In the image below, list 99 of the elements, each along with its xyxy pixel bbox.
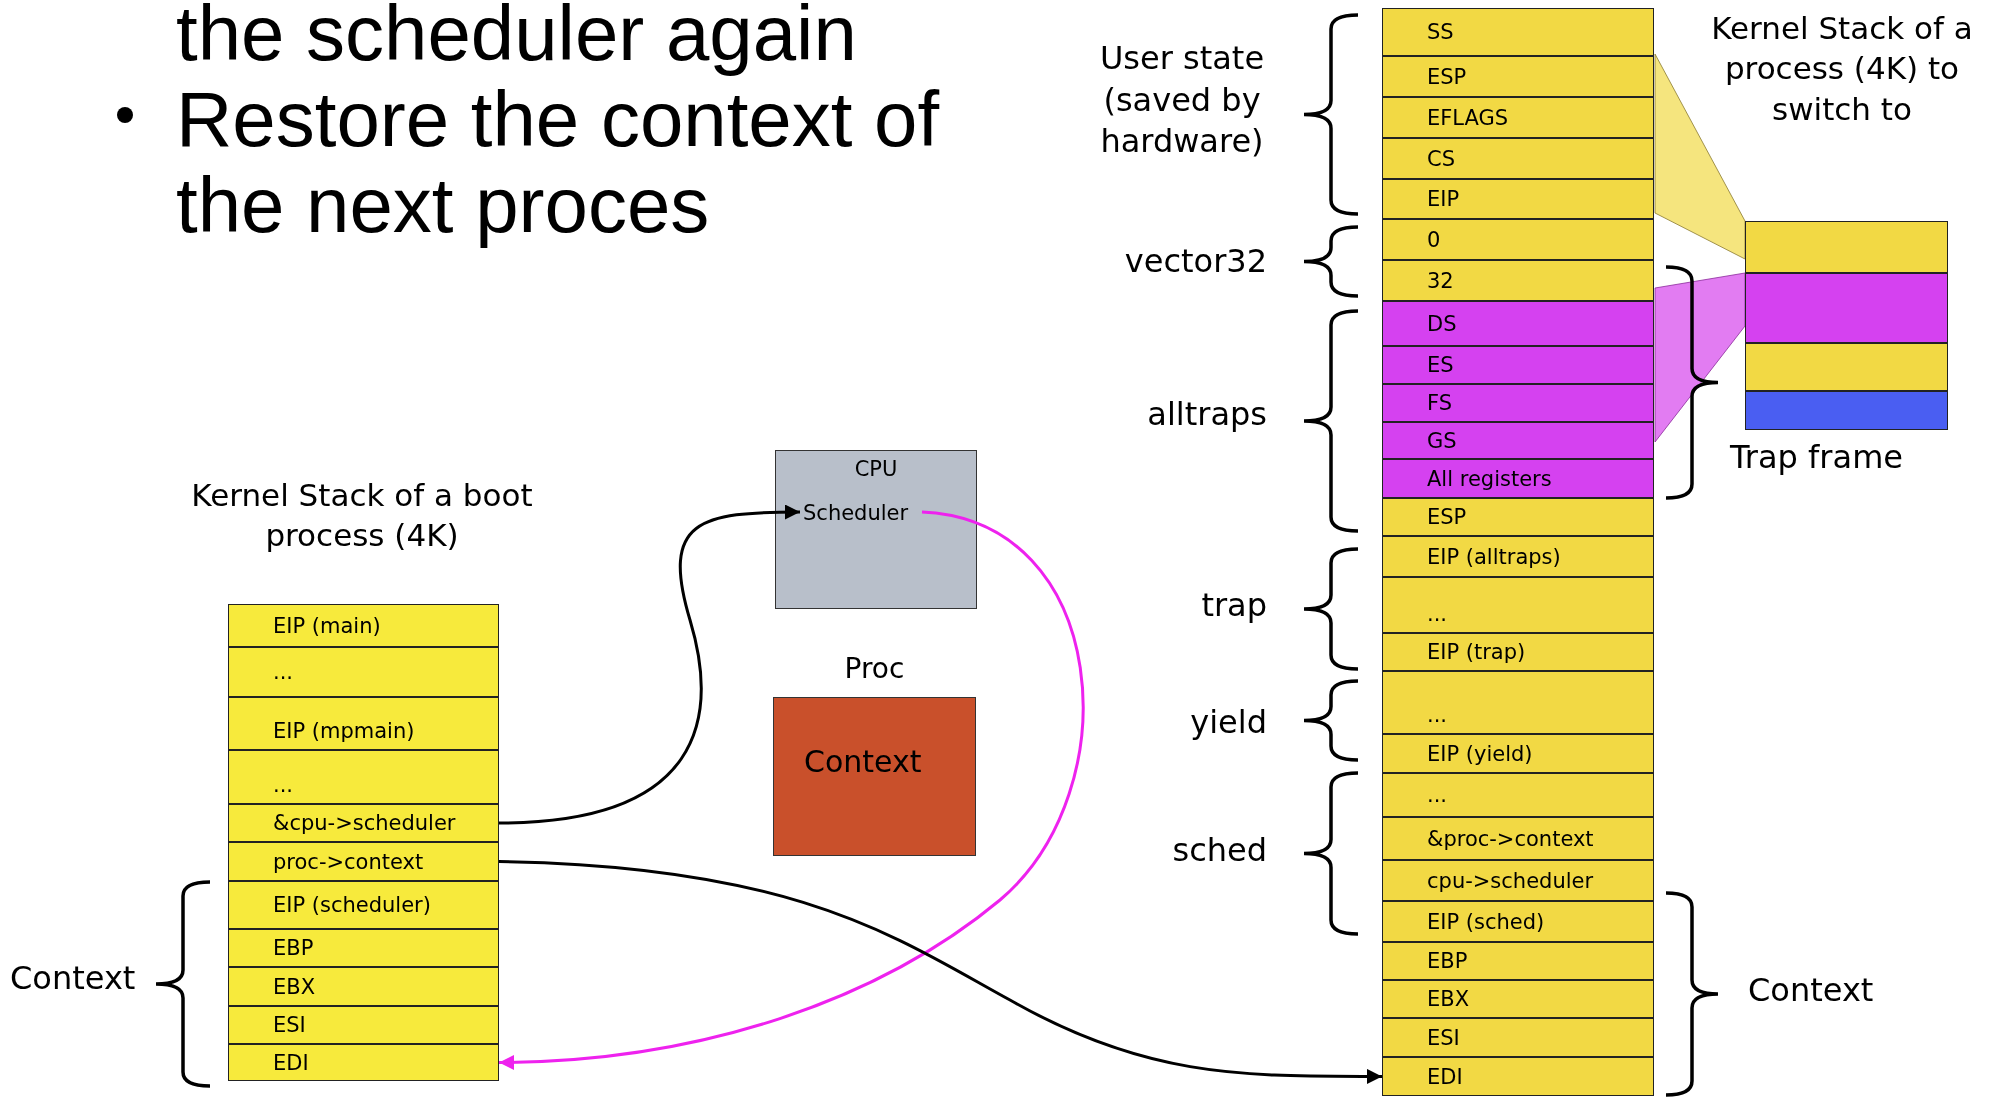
cell-label: EIP (mpmain) — [273, 719, 415, 743]
cell-label: ... — [1427, 703, 1448, 727]
cell-label: CS — [1427, 146, 1455, 171]
stack-title: Kernel Stack of a boot process (4K) — [190, 476, 534, 556]
arrow — [498, 504, 800, 825]
stack-cell — [1382, 384, 1654, 422]
stack-band — [1745, 221, 1948, 273]
stack-cell — [1382, 138, 1654, 179]
stack-band — [1745, 273, 1948, 343]
stack-cell — [1382, 1018, 1654, 1057]
stack-title: Kernel Stack of a process (4K) to switch to — [1710, 9, 1974, 129]
box-label: Context — [804, 744, 922, 779]
stack-cell — [1382, 459, 1654, 498]
brace-label: trap — [1200, 585, 1267, 626]
stack-cell — [228, 929, 499, 967]
cpu-box — [775, 450, 977, 609]
arrow — [498, 510, 1085, 1070]
cell-label: ESP — [1427, 505, 1467, 529]
cell-label: EIP (scheduler) — [273, 893, 431, 917]
cell-label: &proc->context — [1427, 826, 1594, 851]
cell-label: EFLAGS — [1427, 105, 1509, 130]
brace-label: User state (saved by hardware) — [1098, 38, 1266, 163]
stack-cell — [1382, 346, 1654, 384]
cell-label: proc->context — [273, 849, 424, 874]
stack-cell — [1382, 817, 1654, 860]
cell-label: 32 — [1427, 268, 1454, 293]
stack-cell — [1382, 8, 1654, 56]
cell-label: EBX — [273, 974, 316, 999]
cell-label: SS — [1427, 20, 1454, 44]
cell-label: EIP (sched) — [1427, 909, 1545, 934]
cell-label: EIP (main) — [273, 613, 381, 638]
brace-label: Context — [1748, 970, 1875, 1011]
cell-label: EDI — [1427, 1064, 1463, 1089]
cell-label: cpu->scheduler — [1427, 868, 1594, 893]
stack-band — [1745, 391, 1948, 430]
stack-cell — [1382, 734, 1654, 773]
cell-label: 0 — [1427, 227, 1441, 252]
cell-label: ... — [1427, 783, 1448, 807]
arrow — [498, 860, 1382, 1084]
brace-label: Trap frame — [1730, 437, 1904, 478]
function-label: Scheduler — [803, 501, 909, 525]
stack-cell — [1382, 942, 1654, 980]
stack-cell — [1382, 422, 1654, 459]
stack-cell — [228, 750, 499, 804]
cell-label: ESP — [1427, 64, 1467, 89]
cell-label: ESI — [1427, 1025, 1460, 1050]
stack-cell — [228, 1044, 499, 1081]
cell-label: &cpu->scheduler — [273, 811, 456, 835]
box-title: Proc — [843, 652, 906, 685]
stack-cell — [1382, 773, 1654, 817]
cell-label: ... — [273, 660, 294, 684]
stack-cell — [228, 647, 499, 697]
slide-text: the scheduler again — [176, 0, 858, 76]
cell-label: All registers — [1427, 466, 1552, 491]
stack-cell — [1382, 179, 1654, 219]
stack-cell — [228, 881, 499, 929]
cell-label: ... — [1427, 602, 1448, 626]
stack-cell — [1382, 1057, 1654, 1096]
cell-label: EIP (trap) — [1427, 640, 1526, 664]
cell-label: EBX — [1427, 987, 1470, 1011]
brace-label: yield — [1189, 702, 1267, 743]
stack-cell — [1382, 901, 1654, 942]
cell-label: DS — [1427, 311, 1457, 336]
brace-label: vector32 — [1123, 241, 1267, 282]
stack-cell — [228, 967, 499, 1006]
cell-label: ... — [273, 773, 294, 797]
cell-label: EBP — [273, 936, 314, 960]
bullet-text: Restore the context of the next proces — [176, 76, 941, 248]
stack-cell — [1382, 671, 1654, 734]
cell-label: EIP (yield) — [1427, 741, 1533, 766]
stack-cell — [228, 1006, 499, 1044]
stack-cell — [1382, 260, 1654, 301]
cell-label: ESI — [273, 1013, 306, 1037]
cell-label: EDI — [273, 1050, 309, 1075]
box-heading: CPU — [853, 457, 899, 481]
stack-cell — [228, 842, 499, 881]
stack-cell — [1382, 498, 1654, 536]
stack-cell — [1382, 56, 1654, 97]
stack-cell — [1382, 219, 1654, 260]
stack-cell — [1382, 301, 1654, 346]
stack-cell — [1382, 633, 1654, 671]
stack-band — [1745, 343, 1948, 391]
cell-label: EIP — [1427, 187, 1460, 211]
stack-cell — [228, 697, 499, 750]
stack-cell — [228, 804, 499, 842]
cell-label: FS — [1427, 391, 1453, 415]
brace-label: alltraps — [1146, 394, 1267, 435]
stack-cell — [228, 604, 499, 647]
cell-label: EIP (alltraps) — [1427, 544, 1561, 569]
brace-label: sched — [1171, 830, 1267, 871]
cell-label: EBP — [1427, 949, 1468, 973]
stack-cell — [1382, 536, 1654, 577]
cell-label: GS — [1427, 428, 1457, 453]
stack-cell — [1382, 860, 1654, 901]
stack-cell — [1382, 97, 1654, 138]
stack-cell — [1382, 980, 1654, 1018]
brace-label: Context — [10, 958, 137, 999]
cell-label: ES — [1427, 353, 1454, 377]
stack-cell — [1382, 577, 1654, 633]
